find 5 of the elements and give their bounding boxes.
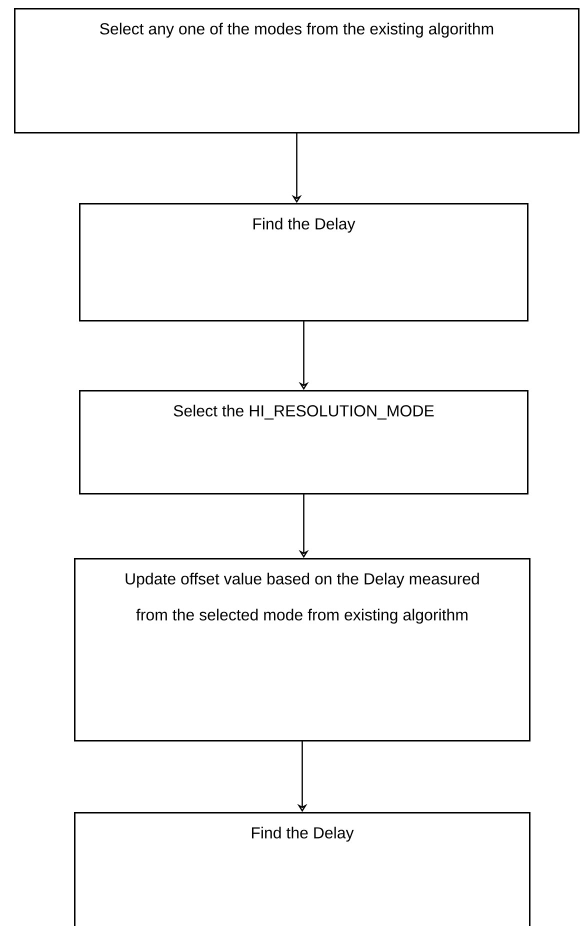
process-box: Find the Delay [79,203,528,322]
process-box: Find the Delay [74,812,530,926]
process-box: Update offset value based on the Delay measured from the selected mode from existing algorithm [74,558,530,742]
process-box: Select the HI_RESOLUTION_MODE [79,390,528,494]
process-box: Select any one of the modes from the existing algorithm [14,8,580,134]
